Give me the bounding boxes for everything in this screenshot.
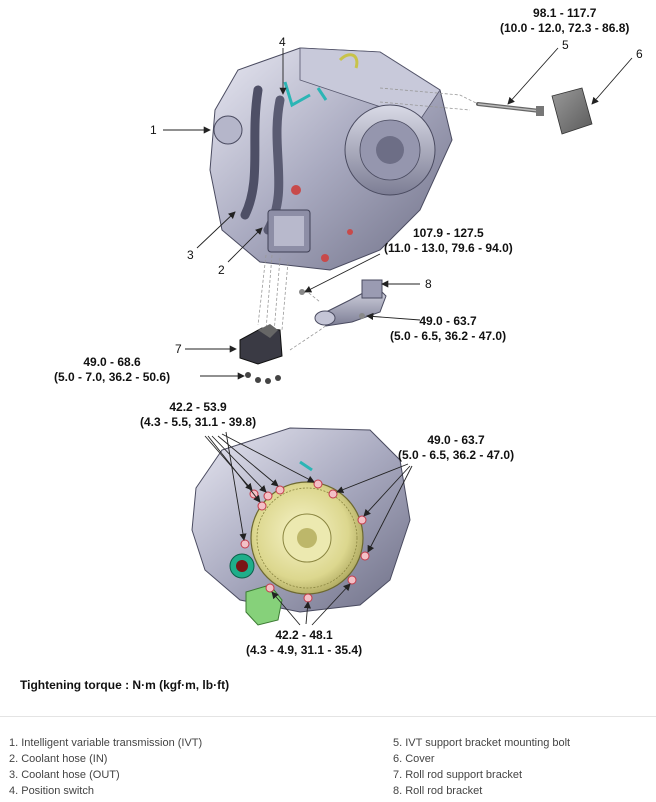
roll-rod-support-bracket-part [239, 324, 283, 384]
cover-part [551, 87, 593, 135]
callout-5: 5 [562, 38, 569, 52]
torque-label-8-bottom: 49.0 - 63.7 (5.0 - 6.5, 36.2 - 47.0) [390, 314, 507, 343]
callout-4: 4 [279, 35, 286, 49]
legend-item: 2. Coolant hose (IN) [9, 753, 108, 765]
torque-label-bottom-right: 49.0 - 63.7 (5.0 - 6.5, 36.2 - 47.0) [398, 433, 515, 462]
torque-label-bottom-left: 42.2 - 53.9 (4.3 - 5.5, 31.1 - 39.8) [140, 400, 257, 429]
torque-label-7: 49.0 - 68.6 (5.0 - 7.0, 36.2 - 50.6) [54, 355, 171, 384]
roll-rod-bracket-part [299, 279, 387, 327]
torque-label-8-top: 107.9 - 127.5 (11.0 - 13.0, 79.6 - 94.0) [384, 226, 513, 255]
callout-2: 2 [218, 263, 225, 277]
leader-lines [163, 47, 633, 626]
ivt-support-bracket-bolt [476, 102, 544, 116]
legend-left-column: 1. Intelligent variable transmission (IV… [9, 735, 202, 799]
tightening-torque-unit-label: Tightening torque : N·m (kgf·m, lb·ft) [20, 678, 230, 692]
ivt-transmission-bottom [191, 427, 411, 626]
legend-item: 8. Roll rod bracket [393, 785, 483, 797]
legend-item: 5. IVT support bracket mounting bolt [393, 737, 571, 749]
legend-right-column: 5. IVT support bracket mounting bolt 6. … [393, 735, 570, 799]
exploded-view-diagram [163, 47, 633, 626]
torque-label-bottom: 42.2 - 48.1 (4.3 - 4.9, 31.1 - 35.4) [246, 628, 363, 657]
callout-8: 8 [425, 277, 432, 291]
torque-label-5: 98.1 - 117.7 (10.0 - 12.0, 72.3 - 86.8) [500, 6, 630, 35]
divider [0, 716, 656, 717]
legend-item: 1. Intelligent variable transmission (IV… [9, 737, 203, 749]
ivt-transmission-top [209, 47, 453, 271]
callout-3: 3 [187, 248, 194, 262]
legend-item: 4. Position switch [9, 785, 94, 797]
callout-1: 1 [150, 123, 157, 137]
callout-6: 6 [636, 47, 643, 61]
callout-7: 7 [175, 342, 182, 356]
legend-item: 6. Cover [393, 753, 435, 765]
legend-item: 3. Coolant hose (OUT) [9, 769, 120, 781]
legend-item: 7. Roll rod support bracket [393, 769, 523, 781]
